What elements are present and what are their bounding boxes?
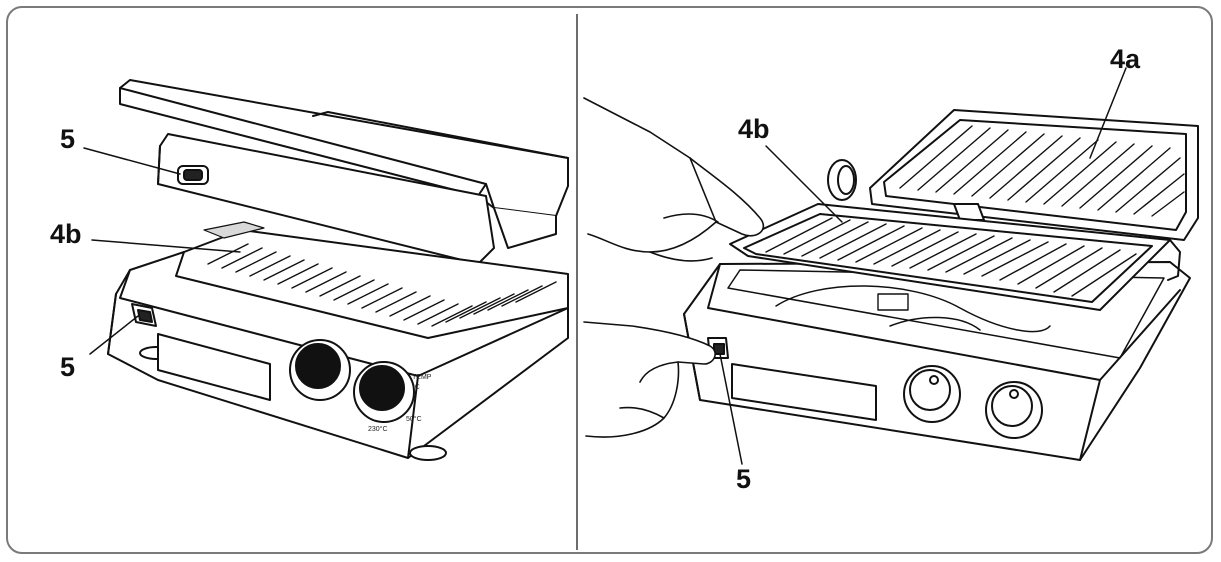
lid-top-frame [119, 79, 569, 217]
dial-label-low: 50°C [406, 416, 422, 423]
leader-4b [91, 239, 241, 253]
knob-left [903, 365, 961, 423]
callout-5-top: 5 [60, 124, 76, 154]
display-window [731, 363, 877, 421]
knob-right [985, 381, 1043, 439]
knob-right [353, 361, 415, 423]
dial-label-temp: TEMP [412, 374, 432, 381]
lower-plate-ridges [765, 217, 1137, 297]
callout-4b: 4b [50, 219, 82, 249]
dial-label-unit: °C [412, 384, 420, 391]
right-panel: 4a 4b 5 [580, 8, 1210, 552]
knob-left [289, 339, 351, 401]
callout-4b: 4b [738, 114, 770, 144]
leader-4a [1089, 67, 1127, 159]
upper-plate-ridges [899, 125, 1185, 217]
leader-5-bottom [89, 315, 139, 355]
hand-top [583, 97, 765, 262]
lower-plate-ridges [207, 243, 557, 327]
display-window [157, 333, 271, 401]
leader-5 [719, 353, 743, 465]
leader-4b [765, 145, 843, 223]
grill-closed-illustration [83, 79, 569, 461]
left-panel: 5 4b 5 TEMP °C 50°C 230°C [8, 8, 574, 552]
panel-divider [576, 14, 578, 550]
grill-open-illustration [583, 67, 1199, 465]
leader-5-top [83, 147, 181, 175]
callout-5-bottom: 5 [60, 352, 76, 382]
callout-5: 5 [736, 464, 752, 494]
lower-plate-4b [729, 203, 1171, 311]
callout-4a: 4a [1110, 44, 1141, 74]
dial-label-high: 230°C [368, 426, 388, 433]
hand-bottom [583, 321, 716, 438]
